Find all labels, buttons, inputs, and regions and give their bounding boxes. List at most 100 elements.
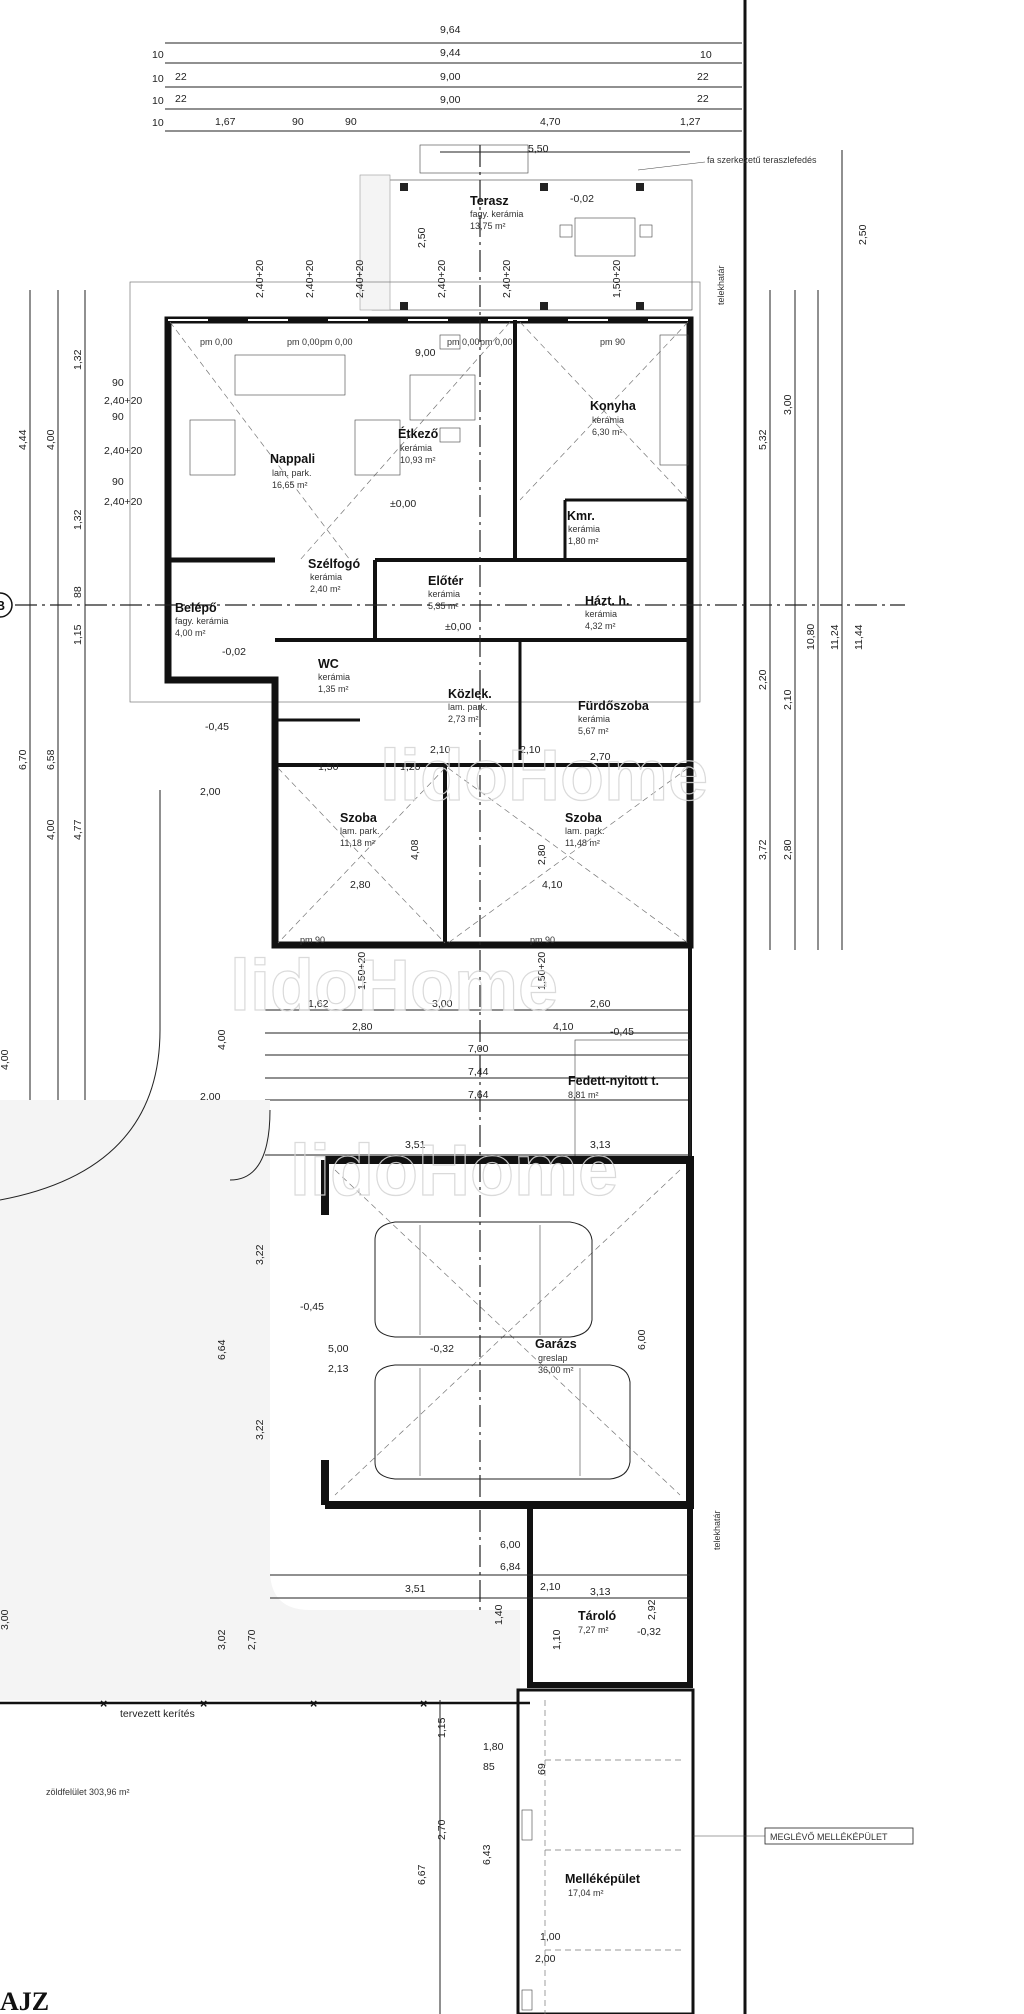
dim-top-ten-4: 10: [152, 117, 164, 129]
svg-text:2,80: 2,80: [350, 879, 371, 891]
svg-text:3,00: 3,00: [0, 1609, 11, 1630]
dim-top-5a: 1,67: [215, 116, 236, 128]
opening-dims: 2,40+20 2,40+20 2,40+20 2,40+20 2,40+20 …: [104, 260, 625, 945]
svg-text:1,80: 1,80: [483, 1741, 504, 1753]
level-storage: -0,32: [637, 1626, 661, 1638]
existing-building-label: MEGLÉVŐ MELLÉKÉPÜLET: [770, 1832, 888, 1842]
svg-text:4,00: 4,00: [216, 1029, 228, 1050]
svg-text:1,50: 1,50: [318, 761, 339, 773]
svg-text:1,10: 1,10: [551, 1629, 563, 1650]
room-fedett: Fedett-nyitott t.: [568, 1074, 659, 1088]
room-szoba-2: Szoba: [565, 811, 603, 825]
dim-top-ten-1: 10: [152, 49, 164, 61]
svg-text:4,32 m²: 4,32 m²: [585, 621, 616, 631]
svg-text:lam. park.: lam. park.: [340, 826, 380, 836]
svg-text:4,44: 4,44: [17, 429, 29, 450]
svg-text:2,00: 2,00: [200, 786, 221, 798]
svg-text:2,40+20: 2,40+20: [254, 260, 266, 298]
svg-text:3,51: 3,51: [405, 1583, 426, 1595]
svg-text:2,10: 2,10: [782, 689, 794, 710]
svg-text:5,00: 5,00: [328, 1343, 349, 1355]
room-kozlek: Közlek.: [448, 687, 492, 701]
svg-text:69: 69: [536, 1763, 548, 1775]
svg-text:2,40+20: 2,40+20: [104, 445, 142, 457]
watermark: lidoHome lidoHome lidoHome: [229, 735, 708, 1211]
svg-text:lam. park.: lam. park.: [565, 826, 605, 836]
dim-top-22-4: 22: [697, 93, 709, 105]
svg-text:kerámia: kerámia: [318, 672, 350, 682]
svg-text:pm 0,00: pm 0,00: [200, 337, 233, 347]
dim-top-22-1: 22: [175, 71, 187, 83]
room-belepo: Belépő: [175, 601, 217, 615]
svg-text:1,62: 1,62: [308, 998, 329, 1010]
level-garage: -0,32: [430, 1343, 454, 1355]
level-belepo: -0,02: [222, 646, 246, 658]
terrace-area: 13,75 m²: [470, 221, 506, 231]
terrace-roof-note: fa szerkezetű teraszlefedés: [707, 155, 817, 165]
plot-boundary-label-2: telekhatár: [712, 1510, 722, 1550]
axis-b-label: B: [0, 599, 5, 613]
fence: × × × × tervezett kerítés: [0, 1697, 530, 1720]
svg-text:11,24: 11,24: [829, 624, 841, 650]
svg-text:lidoHome: lidoHome: [290, 1131, 618, 1211]
svg-text:2,80: 2,80: [536, 844, 548, 865]
terrace-width: 5,50: [528, 143, 549, 155]
room-wc: WC: [318, 657, 339, 671]
svg-text:×: ×: [420, 1697, 427, 1711]
svg-text:9,00: 9,00: [415, 347, 436, 359]
svg-text:2,10: 2,10: [520, 744, 541, 756]
dim-top-ten-5: 10: [700, 49, 712, 61]
terrace-floor: fagy. kerámia: [470, 209, 523, 219]
svg-text:×: ×: [200, 1697, 207, 1711]
svg-text:kerámia: kerámia: [310, 572, 342, 582]
room-eloter: Előtér: [428, 574, 464, 588]
svg-text:2,40+20: 2,40+20: [104, 496, 142, 508]
green-area-label: zöldfelület 303,96 m²: [46, 1787, 130, 1797]
svg-text:11,48 m²: 11,48 m²: [565, 838, 600, 848]
svg-text:6,00: 6,00: [500, 1539, 521, 1551]
svg-text:6,64: 6,64: [216, 1339, 228, 1360]
svg-text:6,67: 6,67: [416, 1864, 428, 1885]
svg-text:kerámia: kerámia: [400, 443, 432, 453]
dim-top-5c: 90: [345, 116, 357, 128]
svg-text:7,00: 7,00: [468, 1043, 489, 1055]
plot-boundary-label-1: telekhatár: [716, 265, 726, 305]
level-zero-1: ±0,00: [390, 498, 416, 510]
svg-text:pm 90: pm 90: [530, 935, 555, 945]
svg-text:kerámia: kerámia: [592, 415, 624, 425]
room-labels: Nappali lam. park. 16,65 m² Étkező kerám…: [175, 399, 650, 848]
svg-text:2,40 m²: 2,40 m²: [310, 584, 341, 594]
dim-top-ten-2: 10: [152, 73, 164, 85]
svg-text:1,32: 1,32: [72, 509, 84, 530]
dim-top-ten-3: 10: [152, 95, 164, 107]
terrace-height: 2,50: [416, 227, 428, 248]
dim-top-2: 9,44: [440, 47, 461, 59]
svg-text:pm 90: pm 90: [300, 935, 325, 945]
svg-text:6,58: 6,58: [45, 749, 57, 770]
terrace-level: -0,02: [570, 193, 594, 205]
living-furniture: [189, 334, 689, 476]
svg-text:lidoHome: lidoHome: [380, 736, 708, 816]
svg-text:kerámia: kerámia: [428, 589, 460, 599]
svg-text:2,40+20: 2,40+20: [104, 395, 142, 407]
garage: Garázs greslap 36,00 m² 5,00 2,13 6,00 3…: [216, 1139, 694, 1509]
svg-text:3,00: 3,00: [782, 394, 794, 415]
level-covered: -0,45: [610, 1026, 634, 1038]
room-etkezo: Étkező: [398, 426, 439, 441]
dim-top-1: 9,64: [440, 24, 461, 36]
svg-text:×: ×: [100, 1697, 107, 1711]
svg-text:2,10: 2,10: [430, 744, 451, 756]
svg-text:88: 88: [72, 586, 84, 598]
svg-text:×: ×: [310, 1697, 317, 1711]
svg-text:7,27 m²: 7,27 m²: [578, 1625, 609, 1635]
svg-text:3,13: 3,13: [590, 1139, 611, 1151]
svg-text:10,80: 10,80: [805, 624, 817, 650]
svg-text:6,43: 6,43: [481, 1844, 493, 1865]
svg-text:1,80 m²: 1,80 m²: [568, 536, 599, 546]
svg-text:2,10: 2,10: [540, 1581, 561, 1593]
svg-text:2,13: 2,13: [328, 1363, 349, 1375]
storage: Tároló 7,27 m² 3,51 3,13 6,00 6,84 2,10 …: [0, 1502, 693, 1688]
svg-text:lam. park.: lam. park.: [448, 702, 488, 712]
room-garazs: Garázs: [535, 1337, 577, 1351]
